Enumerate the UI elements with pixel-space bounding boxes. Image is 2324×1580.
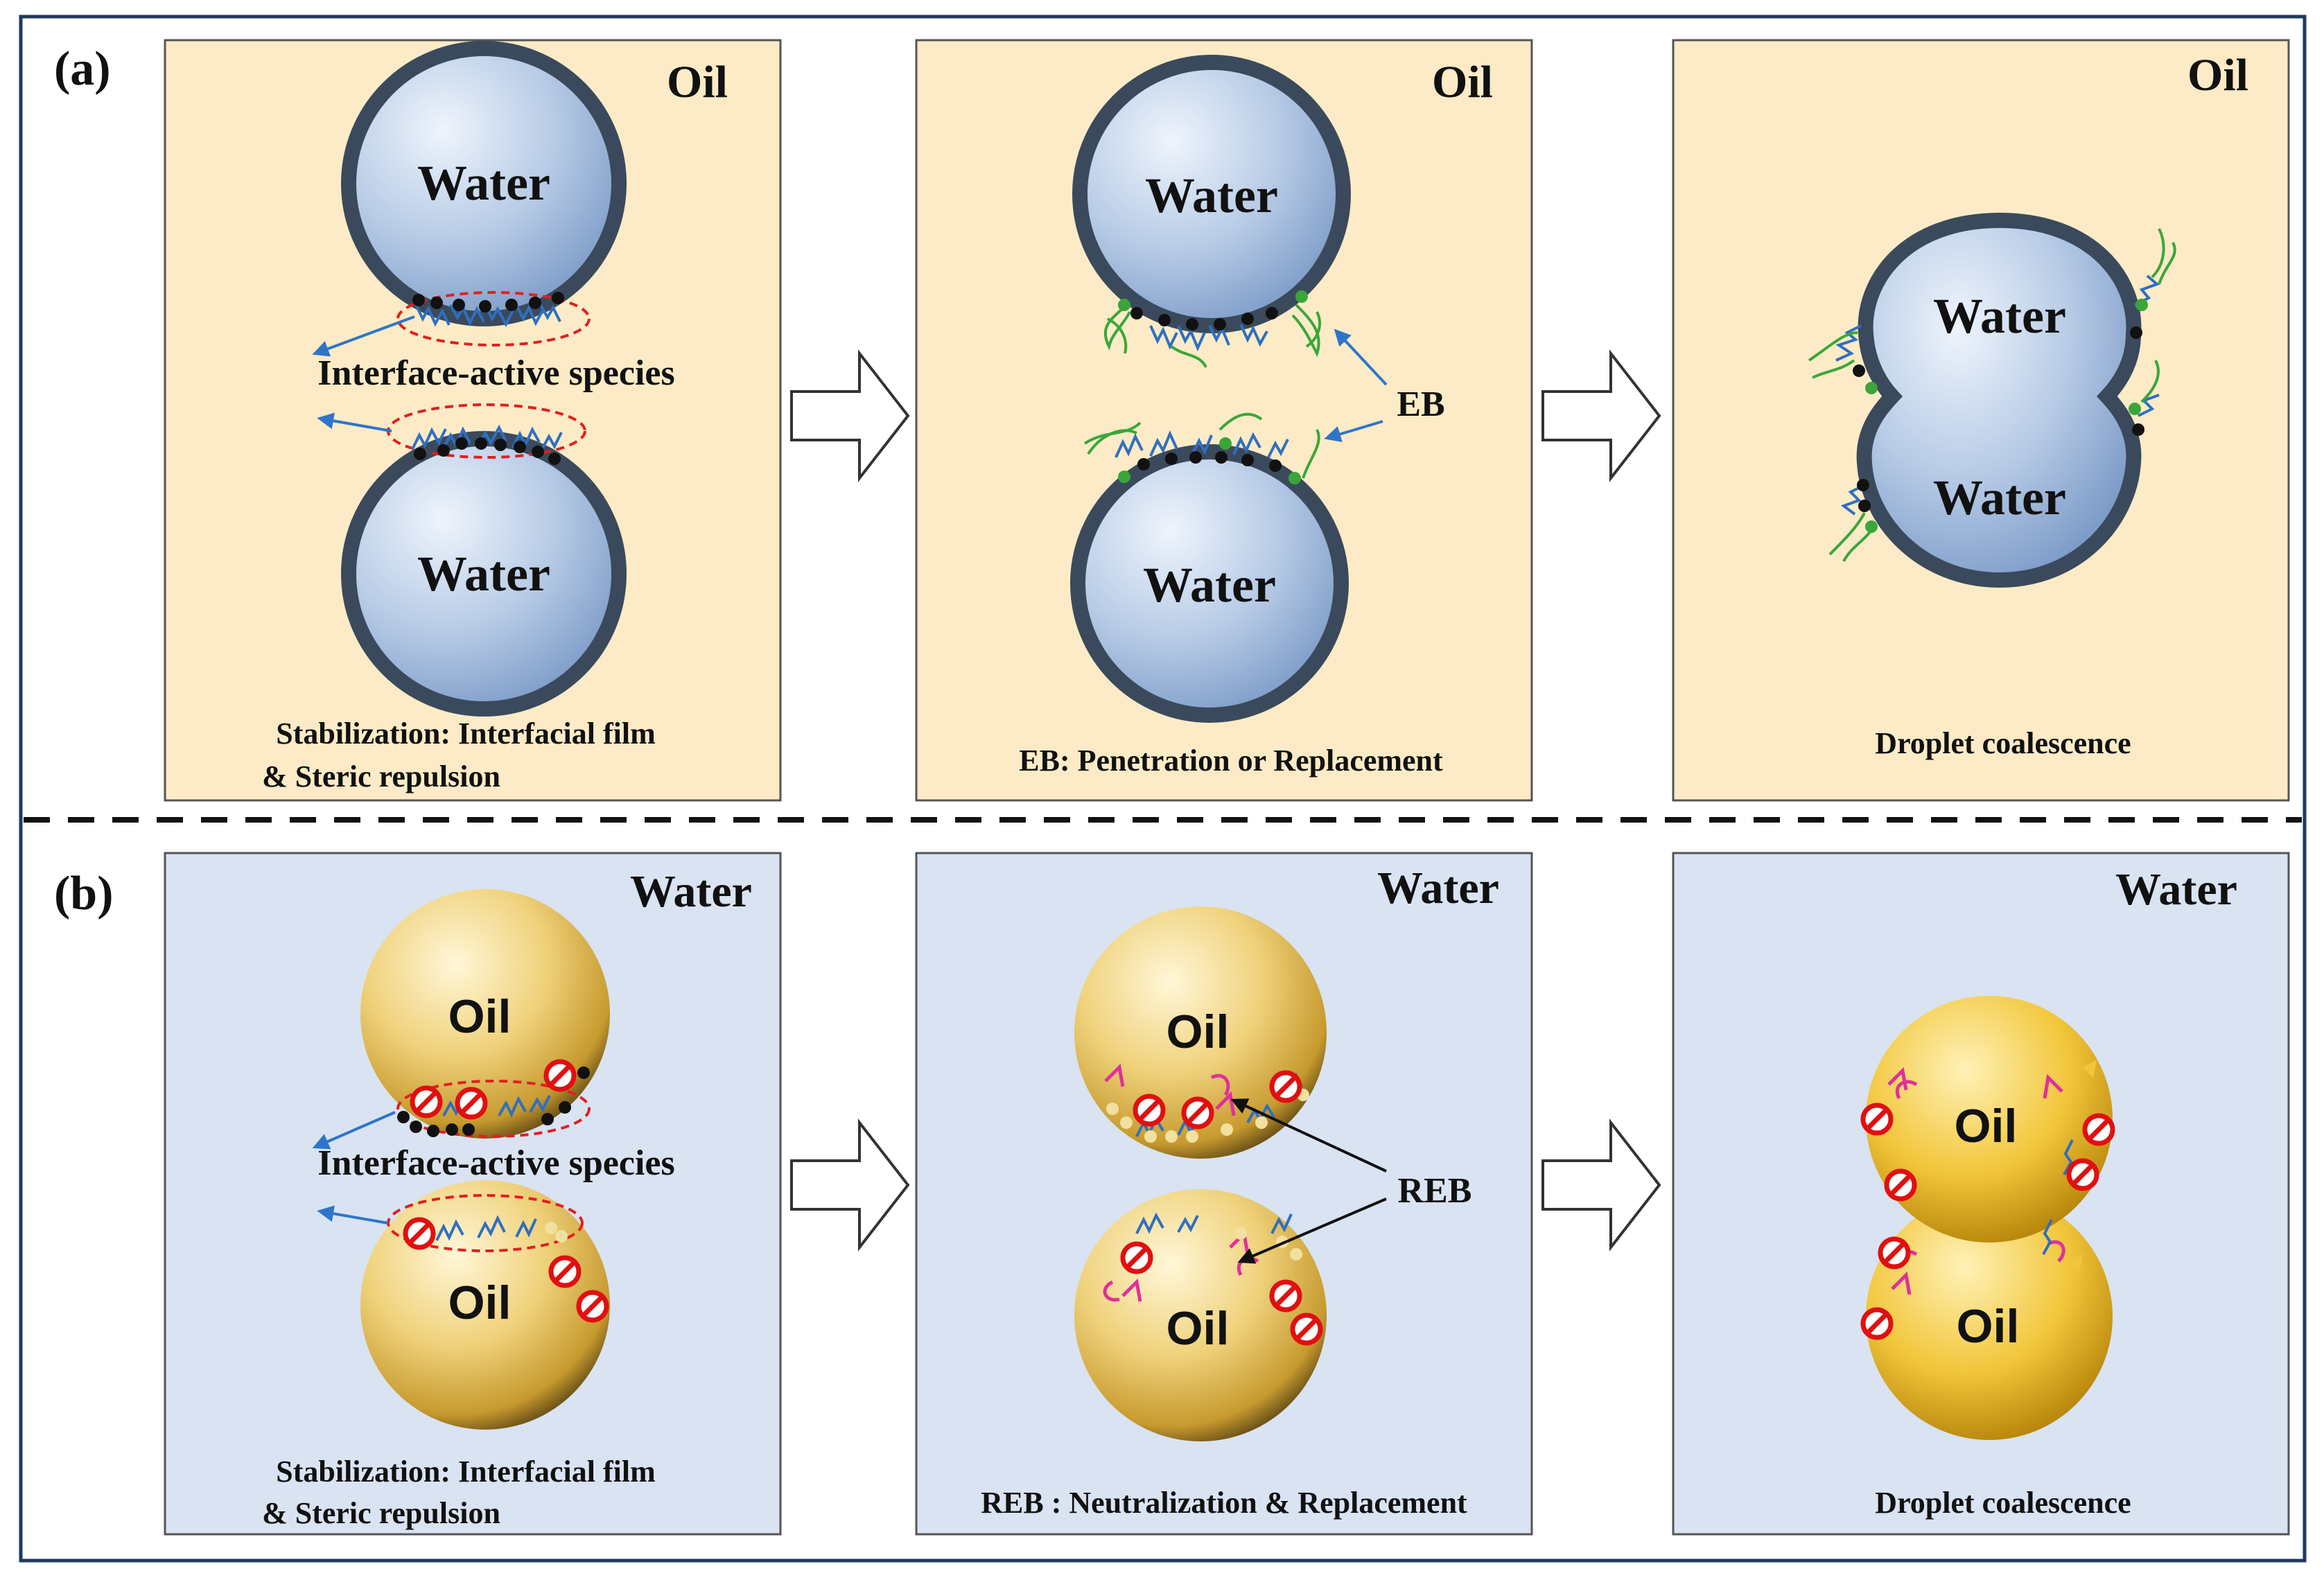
panel-b3-phase-label: Water: [2115, 864, 2237, 915]
water-droplet-bottom: [1070, 444, 1349, 723]
panel-b3-caption: Droplet coalescence: [1875, 1486, 2131, 1520]
droplet-top-label: Oil: [448, 990, 512, 1043]
droplet-bottom-label: Water: [1143, 557, 1276, 613]
oil-droplet-top: [1866, 996, 2113, 1243]
reb-arrow-top: [1230, 1098, 1387, 1173]
interfacial-film-top: [396, 291, 591, 346]
caption-line-2: & Steric repulsion: [262, 760, 500, 793]
panel-b3: Water Oil Oil Droplet coalescence: [1672, 852, 2290, 1536]
panel-b2-caption: REB : Neutralization & Replacement: [981, 1486, 1467, 1520]
outer-frame: [19, 15, 2307, 1563]
row-a-tag: (a): [54, 42, 111, 96]
coalesced-water-droplet: [1856, 212, 2142, 588]
eb-arrow-top: [1334, 328, 1388, 386]
eb-label: EB: [1397, 385, 1444, 424]
coalescence-surfactants: [1808, 228, 2176, 562]
eb-film-bottom: [1083, 412, 1320, 484]
panel-a3-background: [1672, 39, 2290, 802]
step-arrow-a1: [790, 349, 910, 482]
coalescence-species: [1863, 1060, 2113, 1337]
annotation-arrow-top: [312, 315, 415, 357]
annotation-arrow-top: [312, 1111, 396, 1150]
step-arrow-b1: [790, 1118, 910, 1252]
droplet-bottom-label: Water: [1933, 470, 2066, 525]
panel-b1: Water Oil Oil Interface-active species S…: [164, 852, 782, 1536]
step-arrow-b2: [1541, 1118, 1661, 1252]
droplet-top-label: Water: [1933, 288, 2066, 344]
annotation-arrow-bottom: [317, 412, 392, 432]
panel-a3-phase-label: Oil: [2187, 50, 2248, 100]
step-arrow-a2: [1541, 349, 1661, 482]
droplet-bottom-label: Oil: [448, 1276, 512, 1329]
droplet-top-label: Oil: [1955, 1100, 2018, 1152]
droplet-top-label: Water: [417, 155, 550, 211]
caption-line-1: Stabilization: Interfacial film: [276, 1455, 656, 1489]
reb-arrow-bottom: [1237, 1197, 1387, 1264]
droplet-top-label: Water: [1145, 168, 1278, 223]
panel-a1: Oil Water Water Interface-active species…: [164, 39, 782, 802]
panel-b2-phase-label: Water: [1377, 863, 1499, 913]
annotation-label: Interface-active species: [317, 353, 674, 393]
caption-line-2: & Steric repulsion: [262, 1496, 500, 1530]
droplet-bottom-label: Oil: [1957, 1300, 2020, 1353]
panel-a2: Oil Water Water EB EB: Penetration or Re…: [915, 39, 1533, 802]
panel-a2-caption: EB: Penetration or Replacement: [1019, 744, 1443, 778]
droplet-bottom-label: Water: [417, 546, 550, 602]
panel-a3: Oil Water Water Droplet coalescence: [1672, 39, 2290, 802]
row-b-tag: (b): [54, 867, 114, 920]
oil-droplet-bottom: [1866, 1193, 2113, 1440]
droplet-top-label: Oil: [1167, 1006, 1230, 1058]
annotation-arrow-bottom: [317, 1205, 389, 1224]
panel-a3-caption: Droplet coalescence: [1875, 726, 2131, 760]
oil-droplet-top: [1074, 906, 1327, 1159]
panel-b2: Water Oil Oil REB REB : Neutralization &…: [915, 852, 1533, 1536]
interfacial-film-top: [396, 1062, 591, 1138]
eb-arrow-bottom: [1324, 420, 1383, 442]
caption-line-1: Stabilization: Interfacial film: [276, 717, 656, 750]
panel-b1-phase-label: Water: [630, 866, 752, 917]
water-droplet-top: [1072, 55, 1351, 333]
eb-film-top: [1103, 290, 1321, 369]
reb-film-bottom: [1103, 1212, 1320, 1343]
panel-a2-phase-label: Oil: [1432, 57, 1493, 107]
annotation-label: Interface-active species: [317, 1143, 674, 1183]
reb-label: REB: [1398, 1171, 1472, 1211]
droplet-bottom-label: Oil: [1167, 1302, 1230, 1355]
panel-a1-phase-label: Oil: [667, 57, 728, 107]
reb-film-top: [1104, 1063, 1309, 1143]
